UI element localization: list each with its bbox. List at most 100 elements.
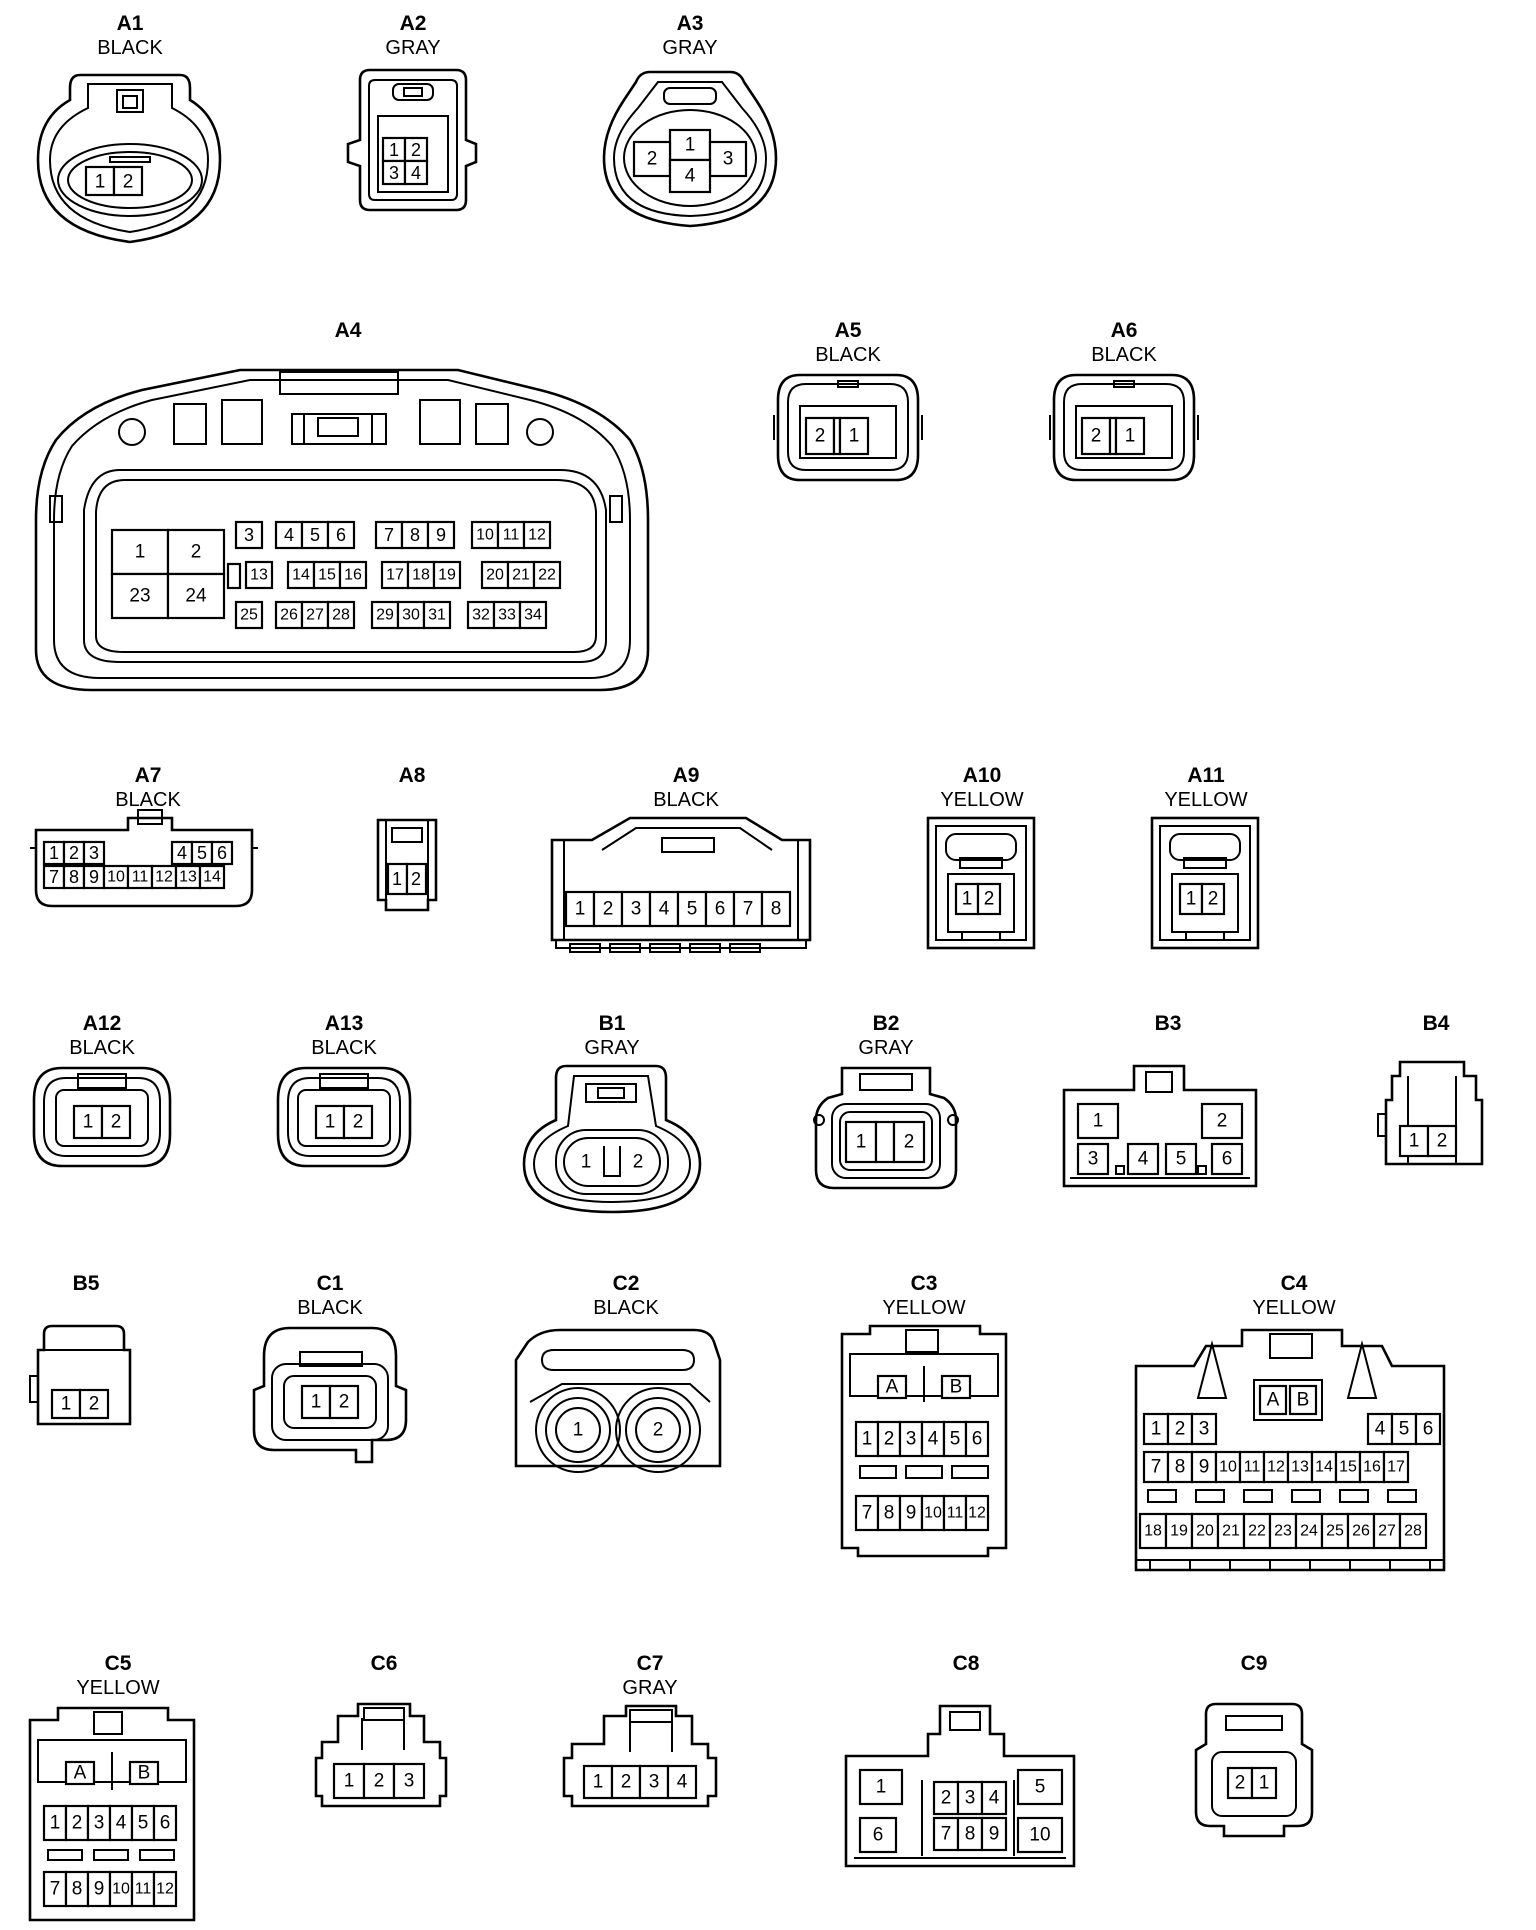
pin: 17 <box>1387 1459 1405 1476</box>
connector-color: YELLOW <box>76 1677 159 1699</box>
pin: 11 <box>1244 1459 1261 1476</box>
pin: 1 <box>593 1772 604 1793</box>
pin: 2 <box>984 889 995 910</box>
connector-color: YELLOW <box>1252 1297 1335 1319</box>
pin: 2 <box>339 1392 350 1413</box>
pin: B <box>138 1763 151 1784</box>
pin: 1 <box>1151 1419 1162 1440</box>
pin: 1 <box>1259 1773 1270 1794</box>
pin: 5 <box>687 899 698 920</box>
pin: 14 <box>203 869 221 886</box>
pin: 17 <box>386 567 404 584</box>
connector-a12: A12 BLACK 1 2 <box>32 1012 172 1168</box>
pin: 1 <box>49 843 59 863</box>
pin: 2 <box>653 1420 664 1441</box>
pin: 3 <box>404 1771 415 1792</box>
pin: 8 <box>965 1824 976 1845</box>
pin: 1 <box>1186 889 1197 910</box>
pin: 10 <box>1029 1825 1050 1846</box>
pin: 19 <box>438 567 456 584</box>
connector-a7: A7 BLACK 1 2 3 4 5 6 7 8 9 10 11 12 13 1… <box>30 764 258 908</box>
pin: 11 <box>947 1505 964 1522</box>
pin: 7 <box>862 1503 873 1524</box>
a4-large-pins: 1 2 23 24 <box>110 528 226 620</box>
pin: 3 <box>906 1429 917 1450</box>
connector-c8: C8 1 2 3 4 5 6 7 8 9 10 <box>844 1652 1076 1868</box>
pin: 6 <box>1423 1419 1434 1440</box>
pin: 2 <box>904 1132 915 1153</box>
connector-id: A3 <box>677 12 704 35</box>
pin: 25 <box>1326 1523 1344 1540</box>
connector-c7: C7 GRAY 1 2 3 4 <box>562 1652 718 1808</box>
pin: 2 <box>1208 889 1219 910</box>
pin: 5 <box>1399 1419 1410 1440</box>
connector-id: A7 <box>135 764 162 787</box>
pin: 2 <box>633 1152 644 1173</box>
pin: 1 <box>856 1132 867 1153</box>
pin: 9 <box>94 1879 105 1900</box>
pin: 5 <box>1176 1149 1187 1170</box>
pin: 4 <box>928 1429 939 1450</box>
pin: 2 <box>603 899 614 920</box>
pin: 14 <box>292 567 310 584</box>
pin: 2 <box>621 1772 632 1793</box>
pin: 4 <box>677 1772 688 1793</box>
pin: 23 <box>1274 1523 1292 1540</box>
pin: 1 <box>1093 1111 1104 1132</box>
connector-color: GRAY <box>584 1037 639 1059</box>
connector-c4: C4 YELLOW A B 1 2 3 4 5 6 7 8 9 10 11 12… <box>1134 1272 1446 1572</box>
connector-c2: C2 BLACK 1 2 <box>514 1272 722 1473</box>
pin: 4 <box>1138 1149 1149 1170</box>
pin: 3 <box>723 149 734 170</box>
connector-id: A8 <box>399 764 426 787</box>
pin: 5 <box>310 525 320 545</box>
pin: 9 <box>89 867 99 887</box>
pin: 1 <box>962 889 973 910</box>
connector-id: A13 <box>325 1012 364 1035</box>
pin: 1 <box>392 869 402 889</box>
pin: 23 <box>129 586 150 607</box>
pin: A <box>886 1377 899 1398</box>
connector-a1: A1 BLACK 1 2 <box>36 12 222 244</box>
pin: 4 <box>1375 1419 1386 1440</box>
connector-a13: A13 BLACK 1 2 <box>276 1012 412 1168</box>
pin: 18 <box>412 567 430 584</box>
connector-b4: B4 1 2 <box>1377 1012 1484 1166</box>
pin: 13 <box>179 869 197 886</box>
pin: 7 <box>743 899 754 920</box>
pin: 9 <box>906 1503 917 1524</box>
pin: 3 <box>94 1813 105 1834</box>
connector-a11: A11 YELLOW 1 2 <box>1150 764 1260 950</box>
connector-color: BLACK <box>311 1037 377 1059</box>
pin: 1 <box>61 1394 72 1415</box>
pin: 5 <box>1035 1777 1046 1798</box>
connector-color: GRAY <box>662 37 717 59</box>
pin: 3 <box>244 525 254 545</box>
pin: 3 <box>389 163 399 183</box>
pin: 7 <box>384 525 394 545</box>
pin: 1 <box>344 1771 355 1792</box>
pin: 21 <box>1222 1523 1240 1540</box>
pin: 2 <box>72 1813 83 1834</box>
pin: 1 <box>849 426 860 447</box>
pin: 15 <box>1339 1459 1357 1476</box>
pin: 6 <box>217 843 227 863</box>
pin: 1 <box>581 1152 592 1173</box>
pin: 28 <box>1404 1523 1422 1540</box>
pin: 10 <box>107 869 125 886</box>
connector-color: BLACK <box>115 789 181 811</box>
pin: 5 <box>197 843 207 863</box>
pin: 10 <box>476 527 494 544</box>
pin: 1 <box>389 140 399 160</box>
connector-b3: B3 1 2 3 4 5 6 <box>1062 1012 1258 1188</box>
pin: 28 <box>332 607 350 624</box>
connector-color: YELLOW <box>1164 789 1247 811</box>
pin: 7 <box>941 1824 952 1845</box>
pin: 21 <box>512 567 530 584</box>
connector-c6: C6 1 2 3 <box>314 1652 448 1808</box>
pin: 2 <box>647 149 658 170</box>
pin: 3 <box>1088 1149 1099 1170</box>
pin: 4 <box>284 525 294 545</box>
pin: 8 <box>1175 1457 1186 1478</box>
connector-a3: A3 GRAY 1 2 3 4 <box>602 12 778 228</box>
